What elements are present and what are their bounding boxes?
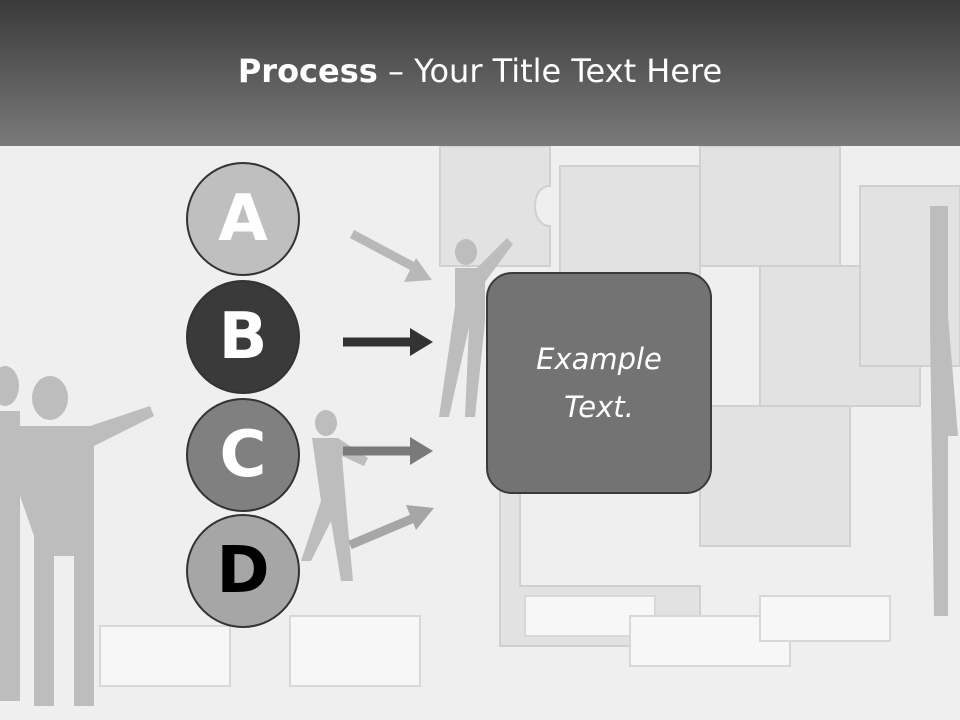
title-bold: Process [237, 52, 378, 90]
step-letter-c: C [219, 418, 267, 492]
step-circle-a: A [186, 162, 300, 276]
box-line-1: Example [536, 342, 662, 376]
step-circle-b: B [186, 280, 300, 394]
step-letter-a: A [218, 182, 268, 256]
arrow-c [343, 437, 433, 465]
title-rest: – Your Title Text Here [377, 52, 723, 90]
step-letter-d: D [216, 534, 270, 608]
arrow-b [343, 328, 433, 356]
box-line-2: Text. [564, 390, 634, 424]
step-letter-b: B [218, 300, 268, 374]
arrow-d [348, 505, 434, 550]
header-bar [0, 0, 960, 146]
slide-title: Process – Your Title Text Here [0, 52, 960, 90]
step-circle-d: D [186, 514, 300, 628]
arrow-a [349, 230, 432, 282]
step-circle-c: C [186, 398, 300, 512]
example-text-box: Example Text. [486, 272, 712, 494]
background-puzzle-image [0, 146, 960, 720]
